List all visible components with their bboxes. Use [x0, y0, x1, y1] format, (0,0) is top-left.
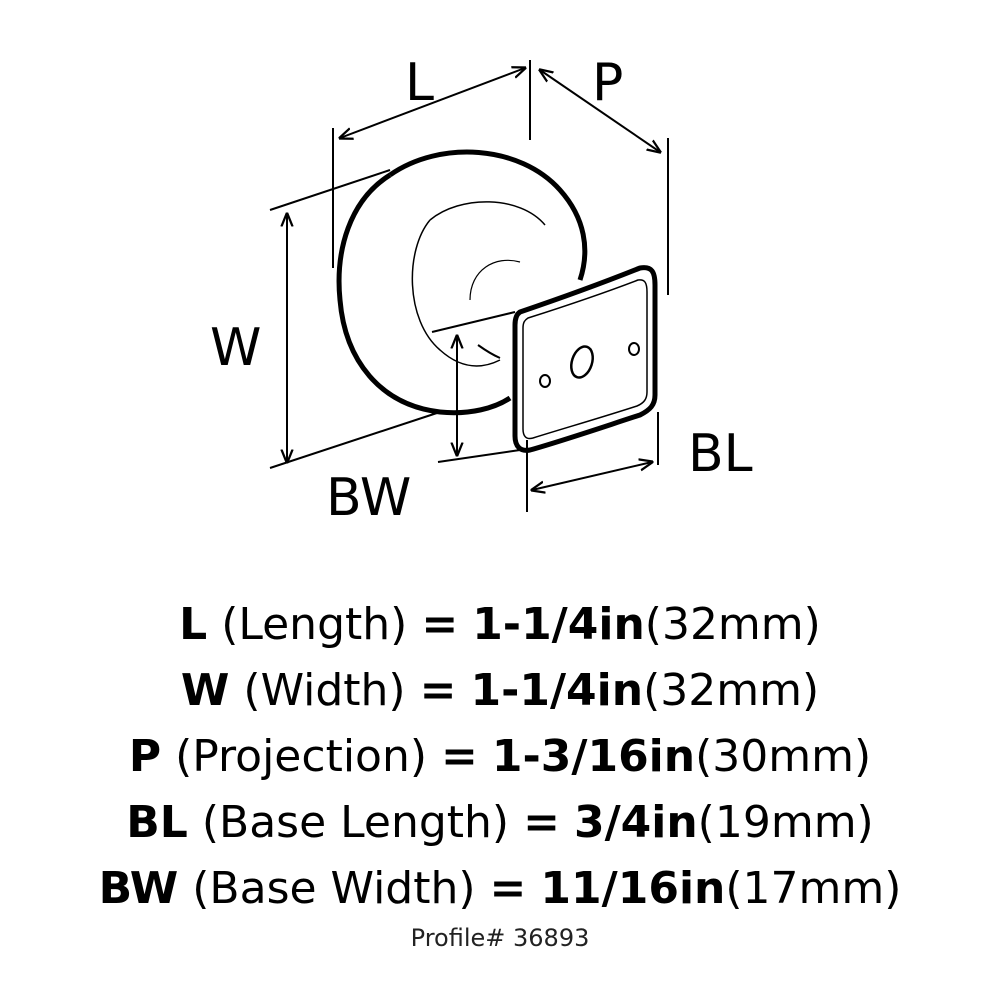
spec-line-width: W (Width) = 1-1/4in(32mm) — [0, 658, 1000, 724]
spec-key: W — [180, 665, 230, 716]
spec-key: L — [179, 599, 208, 650]
spec-equals: = — [419, 665, 457, 716]
spec-desc: (Base Length) — [201, 797, 510, 848]
dim-label-l: L — [405, 53, 434, 113]
dim-label-bl: BL — [688, 424, 753, 484]
spec-list: L (Length) = 1-1/4in(32mm) W (Width) = 1… — [0, 592, 1000, 922]
dim-label-w: W — [210, 318, 262, 378]
spec-line-base-length: BL (Base Length) = 3/4in(19mm) — [0, 790, 1000, 856]
knob-dimension-drawing — [269, 60, 669, 512]
spec-metric: (19mm) — [697, 797, 874, 848]
spec-key: BW — [98, 863, 179, 914]
spec-equals: = — [441, 731, 478, 782]
spec-desc: (Width) — [243, 665, 406, 716]
spec-line-base-width: BW (Base Width) = 11/16in(17mm) — [0, 856, 1000, 922]
dim-label-p: P — [592, 53, 624, 113]
knob-outline — [336, 149, 588, 416]
spec-metric: (30mm) — [695, 731, 872, 782]
spec-imperial: 3/4in — [573, 797, 698, 848]
profile-number: Profile# 36893 — [410, 924, 590, 952]
spec-metric: (17mm) — [725, 863, 902, 914]
spec-equals: = — [421, 599, 459, 650]
dimension-lines — [269, 60, 669, 512]
spec-desc: (Length) — [221, 599, 408, 650]
spec-key: P — [128, 731, 162, 782]
spec-equals: = — [489, 863, 527, 914]
spec-imperial: 1-1/4in — [472, 599, 645, 650]
base-plate — [512, 265, 658, 453]
spec-imperial: 1-1/4in — [470, 665, 644, 716]
spec-desc: (Base Width) — [192, 863, 476, 914]
spec-metric: (32mm) — [644, 599, 821, 650]
spec-desc: (Projection) — [175, 731, 428, 782]
spec-key: BL — [126, 797, 188, 848]
dim-label-bw: BW — [326, 468, 412, 528]
spec-imperial: 11/16in — [540, 863, 726, 914]
spec-imperial: 1-3/16in — [491, 731, 696, 782]
spec-metric: (32mm) — [643, 665, 820, 716]
spec-line-projection: P (Projection) = 1-3/16in(30mm) — [0, 724, 1000, 790]
spec-equals: = — [523, 797, 560, 848]
spec-line-length: L (Length) = 1-1/4in(32mm) — [0, 592, 1000, 658]
